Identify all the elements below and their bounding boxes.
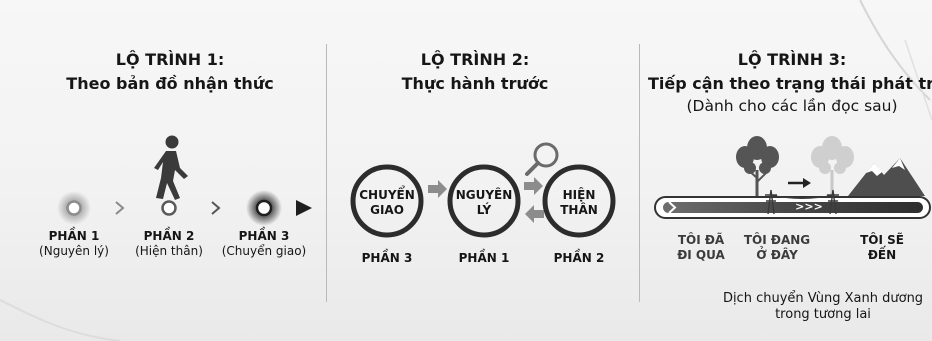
circle-embodiment-line2: THÂN	[560, 203, 598, 217]
stop-future-line2: ĐẾN	[867, 248, 897, 262]
arrow-left-icon	[525, 205, 544, 223]
arrow-right-icon	[296, 200, 312, 216]
route1-stage1-desc: (Nguyên lý)	[39, 244, 109, 258]
stop-past-line2: ĐI QUA	[677, 248, 725, 262]
journey-bar-fill	[663, 202, 923, 213]
circle-embodiment-line1: HIỆN	[562, 188, 596, 202]
circle-transfer-line1: CHUYỂN	[359, 188, 415, 202]
walking-person-icon	[154, 135, 188, 200]
mountain-icon	[848, 158, 925, 196]
circle-transfer-line2: GIAO	[370, 203, 404, 217]
route3-subtitle: Tiếp cận theo trạng thái phát triển	[648, 74, 932, 93]
circle-embodiment	[542, 164, 616, 238]
stage2-node	[161, 200, 177, 216]
arrow-right-icon	[428, 180, 447, 198]
stop-past-line1: TÔI ĐÃ	[677, 233, 725, 247]
route1-stage3-desc: (Chuyển giao)	[221, 244, 307, 258]
route1-stage2-name: PHẦN 2	[143, 229, 195, 243]
chevron-icon	[115, 201, 125, 215]
circle-transfer	[350, 164, 424, 238]
route3-note: (Dành cho các lần đọc sau)	[686, 97, 898, 115]
circle-embodiment-part: PHẦN 2	[553, 251, 605, 265]
chevron-icon	[211, 201, 221, 215]
stage1-node	[66, 200, 82, 216]
circle-principle-line1: NGUYÊN	[455, 188, 513, 202]
power-line	[770, 194, 834, 199]
tree-icon	[736, 136, 779, 196]
route1-stage2-desc: (Hiện thân)	[135, 244, 203, 258]
circle-principle-line2: LÝ	[476, 203, 492, 217]
route1-subtitle: Theo bản đồ nhận thức	[66, 74, 274, 93]
route1-stage1-name: PHẦN 1	[48, 229, 100, 243]
route3-caption-line1: Dịch chuyển Vùng Xanh dương	[722, 291, 924, 306]
chevron-icon	[668, 201, 677, 214]
stop-now-line2: Ở ĐÂY	[756, 248, 798, 262]
power-tower-icon	[765, 189, 777, 215]
faded-tree-icon	[811, 136, 854, 196]
route2-subtitle: Thực hành trước	[401, 74, 549, 93]
route3-caption-line2: trong tương lai	[775, 307, 871, 322]
divider-left	[326, 44, 327, 302]
circle-principle	[447, 164, 521, 238]
arrow-right-icon	[524, 177, 543, 195]
stop-now-line1: TÔI ĐANG	[743, 233, 811, 247]
stage3-node	[255, 199, 273, 217]
journey-progress-marker: >>>	[795, 200, 823, 213]
route1-stage3-name: PHẦN 3	[238, 229, 290, 243]
route1-title: LỘ TRÌNH 1:	[115, 50, 225, 69]
power-tower-icon	[827, 189, 839, 215]
circle-principle-part: PHẦN 1	[458, 251, 510, 265]
route3-title: LỘ TRÌNH 3:	[737, 50, 847, 69]
magnifier-icon	[525, 142, 559, 176]
divider-right	[639, 44, 640, 302]
circle-transfer-part: PHẦN 3	[361, 251, 413, 265]
route2-title: LỘ TRÌNH 2:	[420, 50, 530, 69]
stop-future-line1: TÔI SẼ	[860, 233, 904, 247]
